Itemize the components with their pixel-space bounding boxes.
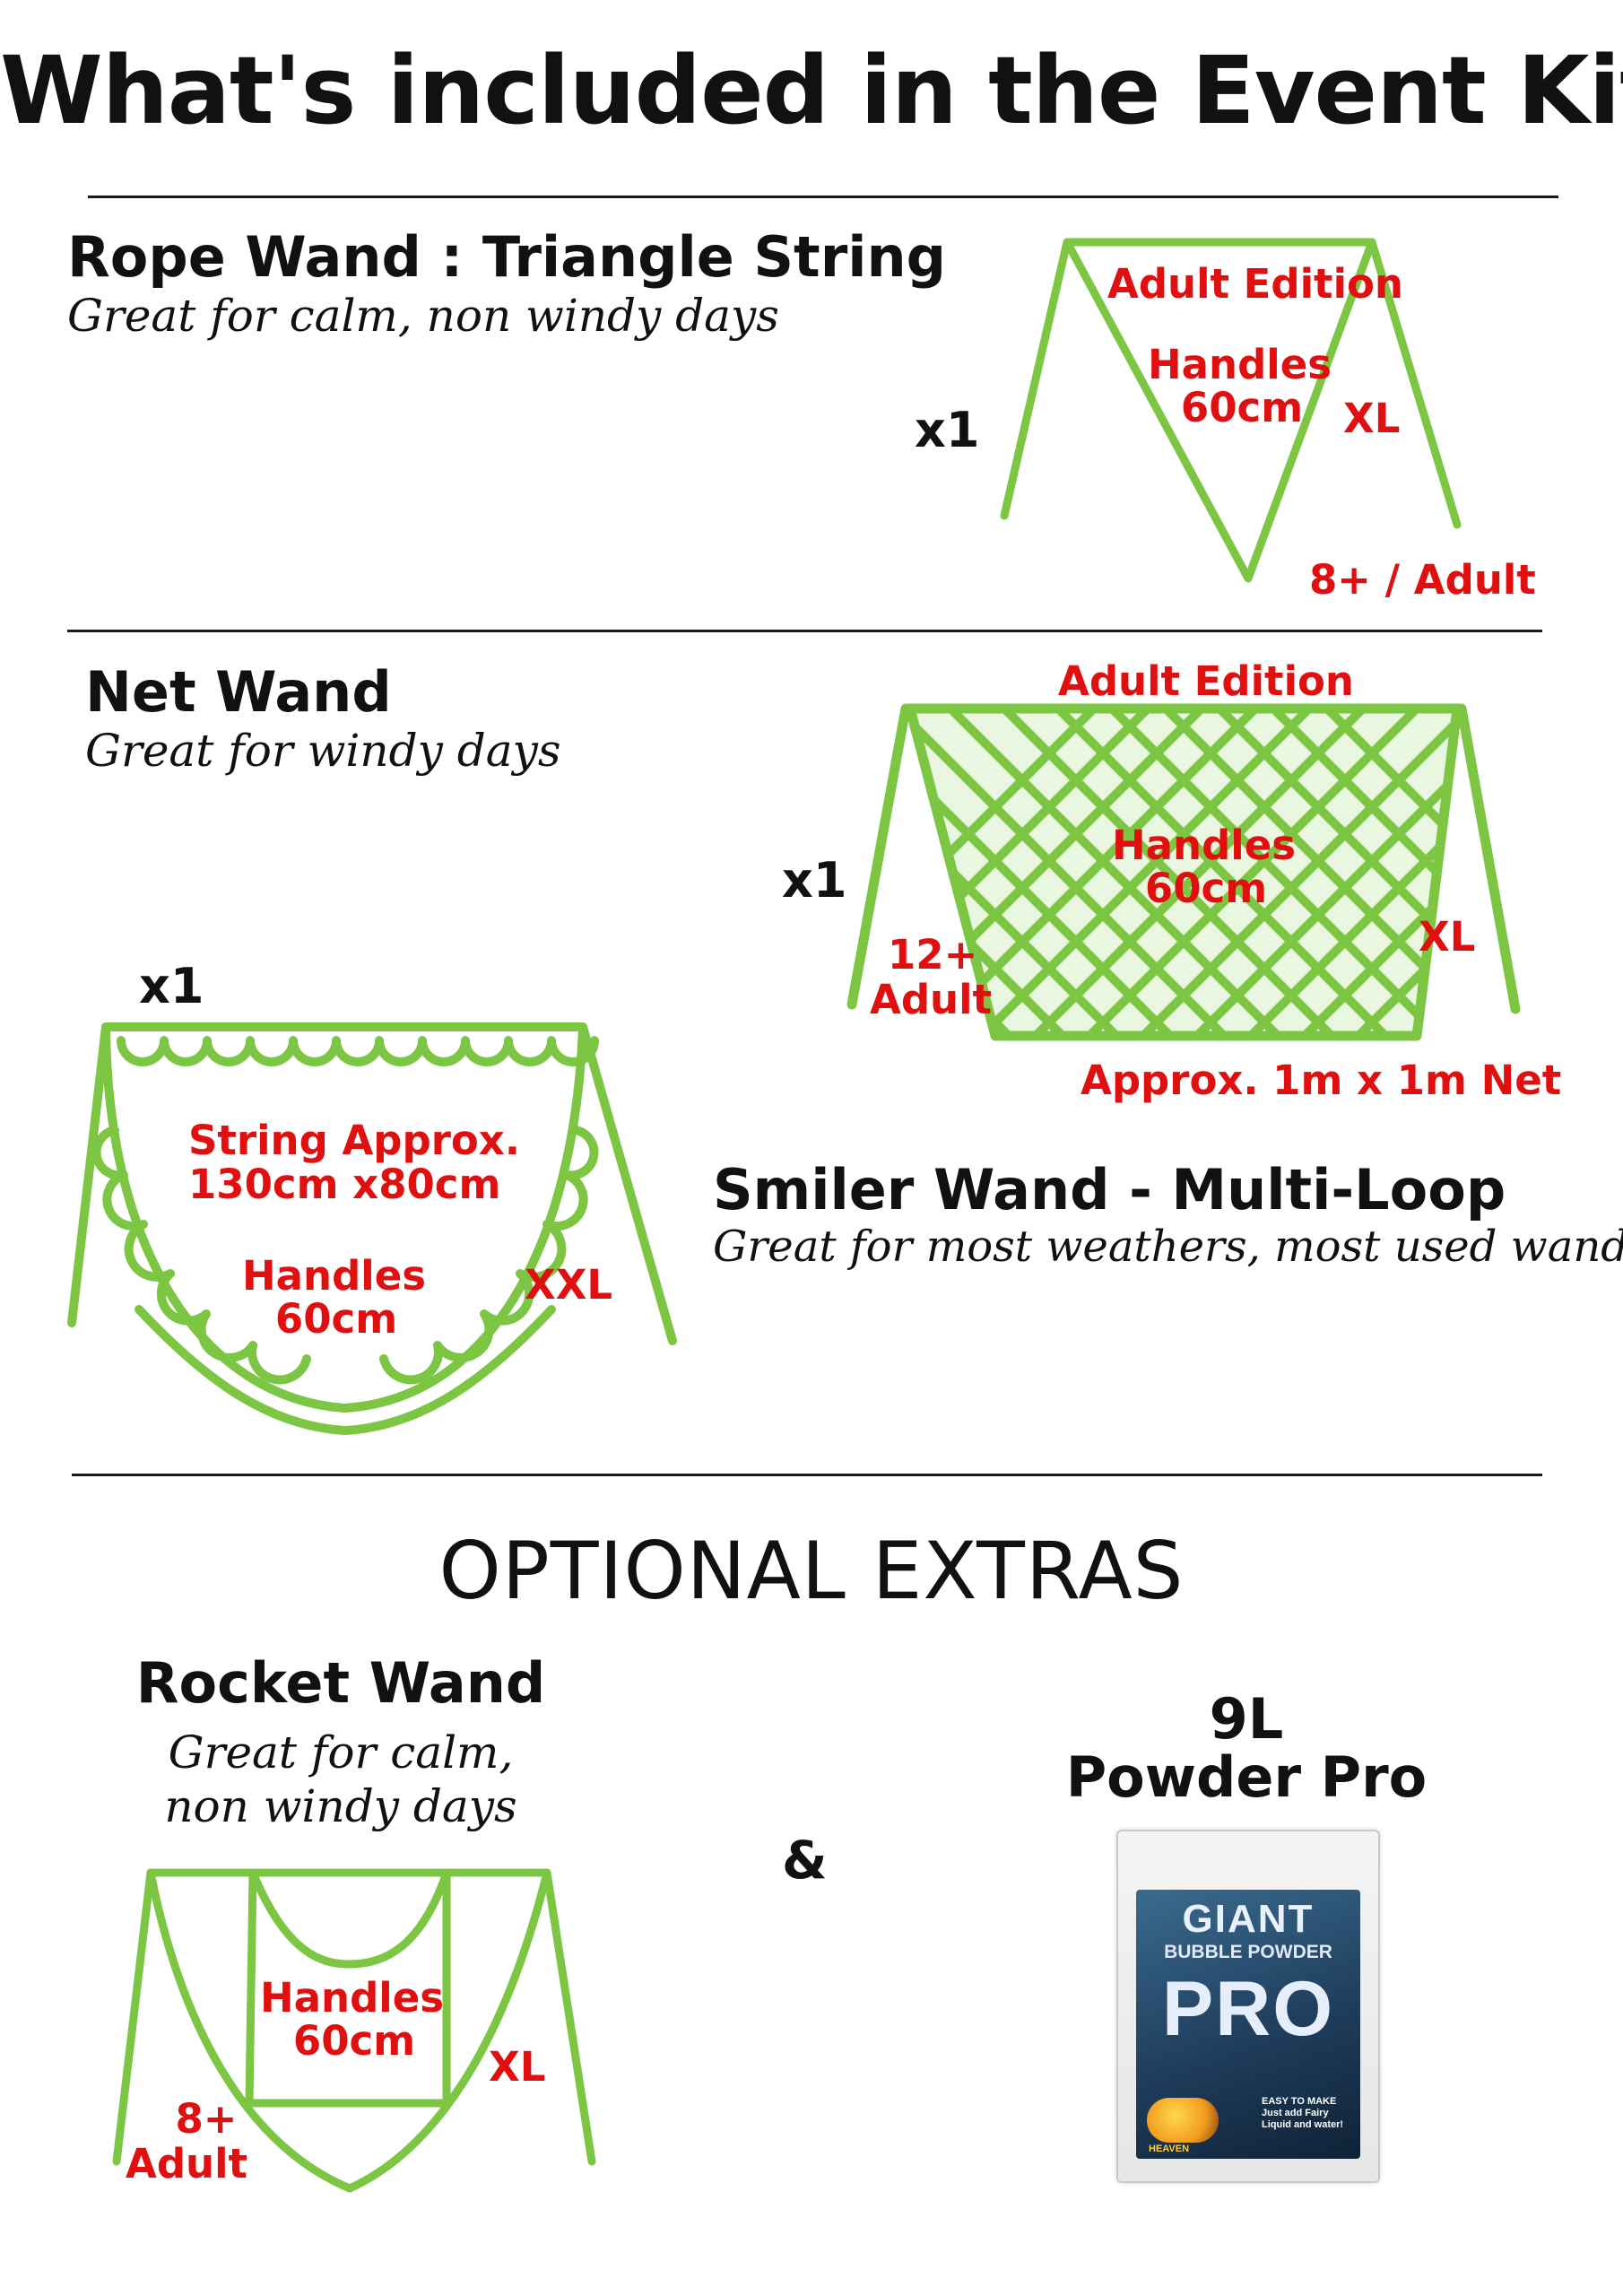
package-note: EASY TO MAKE Just add Fairy Liquid and w… <box>1262 2096 1344 2130</box>
rope-wand-quantity: x1 <box>915 402 980 458</box>
rope-wand-age: 8+ / Adult <box>1309 556 1536 604</box>
net-wand-age-line1: 12+ <box>888 931 978 978</box>
powder-heading-line1: 9L <box>1209 1686 1284 1752</box>
net-wand-size: XL <box>1419 913 1476 961</box>
smiler-wand-string-line1: String Approx. <box>188 1117 520 1164</box>
net-wand-net-size: Approx. 1m x 1m Net <box>1081 1057 1562 1104</box>
smiler-wand-size: XXL <box>525 1261 613 1309</box>
smiler-wand-subtitle: Great for most weathers, most used wand. <box>713 1222 1623 1272</box>
rocket-wand-subtitle-line2: non windy days <box>164 1780 517 1832</box>
ampersand: & <box>782 1830 828 1891</box>
divider-mid <box>67 630 1542 632</box>
divider-bottom <box>72 1474 1542 1476</box>
package-brand-big: PRO <box>1161 1966 1335 2052</box>
rocket-wand-size: XL <box>489 2043 546 2091</box>
net-wand-edition: Adult Edition <box>1058 657 1354 705</box>
rope-wand-handles-size: 60cm <box>1180 384 1304 431</box>
smiler-wand-handles-size: 60cm <box>274 1295 398 1343</box>
smiler-wand-string-line2: 130cm x80cm <box>188 1161 501 1208</box>
package-brand-top: GIANT <box>1182 1897 1315 1941</box>
page-title: What's included in the Event Kit <box>0 36 1623 145</box>
rocket-wand-handles-size: 60cm <box>292 2017 416 2065</box>
net-wand-handles-size: 60cm <box>1144 865 1268 912</box>
powder-package-image: GIANT BUBBLE POWDER PRO HEAVEN EASY TO M… <box>1116 1830 1380 2183</box>
optional-extras-heading: OPTIONAL EXTRAS <box>438 1525 1185 1617</box>
package-logo-text: HEAVEN <box>1149 2144 1190 2154</box>
net-wand-age-line2: Adult <box>870 976 993 1023</box>
net-wand-subtitle: Great for windy days <box>85 725 561 777</box>
rope-wand-heading: Rope Wand : Triangle String <box>67 224 947 290</box>
divider-top <box>88 196 1558 198</box>
rope-wand-subtitle: Great for calm, non windy days <box>67 290 779 342</box>
rocket-wand-subtitle-line1: Great for calm, <box>168 1726 514 1779</box>
net-wand-quantity: x1 <box>782 852 847 909</box>
rope-wand-size: XL <box>1343 395 1401 442</box>
powder-heading-line2: Powder Pro <box>1065 1744 1428 1810</box>
smiler-wand-heading: Smiler Wand - Multi-Loop <box>713 1157 1506 1222</box>
rocket-wand-heading: Rocket Wand <box>135 1650 546 1716</box>
package-logo-icon <box>1147 2098 1219 2143</box>
rocket-wand-age-line1: 8+ <box>175 2095 238 2143</box>
package-brand-mid: BUBBLE POWDER <box>1164 1942 1332 1962</box>
powder-package-label: GIANT BUBBLE POWDER PRO HEAVEN EASY TO M… <box>1136 1890 1360 2159</box>
net-wand-heading: Net Wand <box>85 659 392 725</box>
rocket-wand-age-line2: Adult <box>126 2140 248 2187</box>
rocket-wand-handles-label: Handles <box>260 1974 445 2022</box>
smiler-wand-quantity: x1 <box>139 958 204 1014</box>
rope-wand-edition: Adult Edition <box>1107 260 1403 308</box>
